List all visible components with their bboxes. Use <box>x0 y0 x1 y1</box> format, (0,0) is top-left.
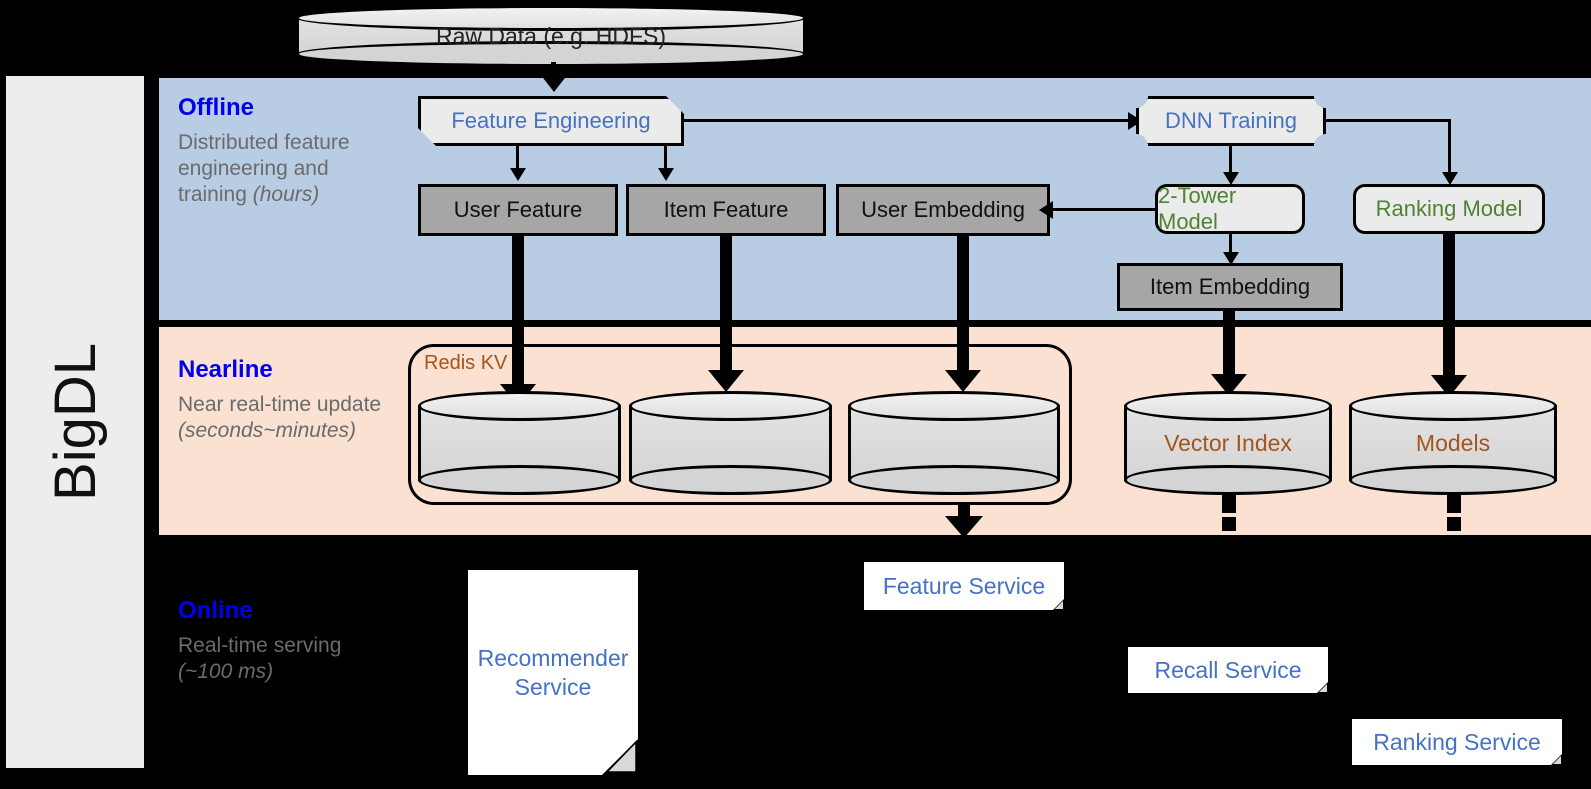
pipe-userfeature-kv1 <box>512 236 524 392</box>
bigdl-rail: BigDL <box>6 76 144 768</box>
edge-fe-dnn <box>684 119 1130 122</box>
band-caption-offline: Offline Distributed feature engineering … <box>178 94 353 207</box>
item-embedding-box[interactable]: Item Embedding <box>1117 263 1343 311</box>
user-feature-box[interactable]: User Feature <box>418 184 618 236</box>
arrowhead-2tower-itememb <box>1223 252 1239 265</box>
feature-service-label: Feature Service <box>882 572 1046 599</box>
vector-index-label: Vector Index <box>1164 429 1292 456</box>
pipe-vectorindex-recall-dot <box>1222 517 1236 531</box>
arrowhead-redis-featureservice <box>945 516 983 538</box>
user-embedding-box[interactable]: User Embedding <box>836 184 1050 236</box>
item-feature-label: Item Feature <box>663 197 789 222</box>
user-feature-label: User Feature <box>453 197 583 222</box>
item-embedding-label: Item Embedding <box>1149 274 1311 299</box>
arrowhead-itemfeature-kv2 <box>708 370 744 392</box>
band-caption-online: Online Real-time serving (~100 ms) <box>178 597 353 685</box>
edge-rawdata-fe <box>551 62 556 80</box>
models-cylinder[interactable]: Models <box>1349 391 1557 495</box>
raw-data-cylinder: Raw Data (e.g. HDFS) <box>296 5 806 67</box>
recommender-service-label: Recommender Service <box>477 645 629 700</box>
redis-kv-group <box>408 344 1072 505</box>
arrowhead-userembedding-kv3 <box>945 370 981 392</box>
pipe-redis-featureservice <box>958 505 970 519</box>
band-desc-offline: Distributed feature engineering and trai… <box>178 131 350 206</box>
vector-index-cylinder[interactable]: Vector Index <box>1124 391 1332 495</box>
redis-kv-label: Redis KV <box>424 352 508 374</box>
item-feature-box[interactable]: Item Feature <box>626 184 826 236</box>
ranking-model-box[interactable]: Ranking Model <box>1353 184 1545 234</box>
user-embedding-label: User Embedding <box>861 197 1025 222</box>
arrowhead-dnn-ranking <box>1442 172 1458 185</box>
recommender-service-doc[interactable]: Recommender Service <box>468 570 638 775</box>
band-title-offline: Offline <box>178 94 254 121</box>
pipe-itemfeature-kv2 <box>720 236 732 378</box>
edge-dnn-ranking-v <box>1448 119 1451 177</box>
arrowhead-fe-userfeature <box>510 168 526 181</box>
edge-dnn-2tower <box>1229 146 1232 178</box>
bigdl-label: BigDL <box>42 343 108 501</box>
two-tower-model-label: 2-Tower Model <box>1158 183 1237 234</box>
edge-fe-userfeature <box>516 146 519 173</box>
kv-store-3-cylinder[interactable] <box>848 391 1060 495</box>
ranking-service-doc[interactable]: Ranking Service <box>1352 719 1562 765</box>
pipe-vectorindex-recall-stub <box>1222 495 1236 513</box>
feature-engineering-box[interactable]: Feature Engineering <box>418 96 684 146</box>
page-fold-icon <box>1551 754 1562 765</box>
recall-service-doc[interactable]: Recall Service <box>1128 647 1328 693</box>
page-fold-icon <box>602 739 638 775</box>
feature-service-doc[interactable]: Feature Service <box>864 562 1064 610</box>
pipe-rankingmodel-models <box>1443 234 1455 382</box>
band-title-online: Online <box>178 597 253 624</box>
page-fold-icon <box>1317 682 1328 693</box>
models-label: Models <box>1415 429 1491 456</box>
edge-2tower-userembedding <box>1052 208 1156 211</box>
kv-store-2-cylinder[interactable] <box>629 391 832 495</box>
feature-engineering-label: Feature Engineering <box>451 108 651 133</box>
arrowhead-fe-itemfeature <box>658 168 674 181</box>
edge-dnn-ranking-h <box>1326 119 1451 122</box>
ranking-model-label: Ranking Model <box>1375 196 1523 221</box>
raw-data-label: Raw Data (e.g. HDFS) <box>435 22 667 49</box>
band-title-nearline: Nearline <box>178 356 273 383</box>
edge-2tower-itememb <box>1229 234 1232 258</box>
dnn-training-box[interactable]: DNN Training <box>1136 96 1326 146</box>
two-tower-model-box[interactable]: 2-Tower Model <box>1155 183 1305 234</box>
recall-service-label: Recall Service <box>1154 656 1302 683</box>
dnn-training-label: DNN Training <box>1164 108 1298 133</box>
arrowhead-2tower-userembedding <box>1039 201 1053 219</box>
band-desc-nearline: Near real-time update (seconds~minutes) <box>178 393 382 442</box>
kv-store-1-cylinder[interactable] <box>418 391 621 495</box>
page-fold-icon <box>1053 599 1064 610</box>
arrowhead-dnn-2tower <box>1223 172 1239 185</box>
band-caption-nearline: Nearline Near real-time update (seconds~… <box>178 356 381 444</box>
pipe-models-ranking-dot <box>1447 517 1461 531</box>
pipe-models-ranking-stub <box>1447 495 1461 513</box>
edge-fe-itemfeature <box>664 146 667 173</box>
band-desc-online: Real-time serving (~100 ms) <box>178 634 342 683</box>
pipe-userembedding-kv3 <box>957 236 969 378</box>
pipe-itememb-vectorindex <box>1223 311 1235 381</box>
ranking-service-label: Ranking Service <box>1373 728 1541 755</box>
arrowhead-rawdata-fe <box>540 74 568 92</box>
